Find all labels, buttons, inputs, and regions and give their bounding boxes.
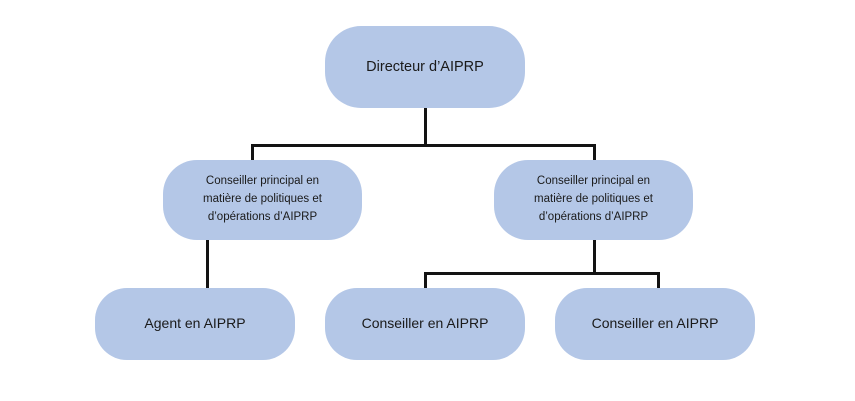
connector-right-advisor-stem (593, 240, 596, 275)
node-senior-advisor-left-label: Conseiller principal en matière de polit… (203, 175, 322, 223)
node-senior-advisor-right-label: Conseiller principal en matière de polit… (534, 175, 653, 223)
connector-left-advisor-to-agent (206, 240, 209, 290)
connector-director-drop-right (593, 144, 596, 162)
node-advisor-two[interactable]: Conseiller en AIPRP (555, 288, 755, 360)
node-agent-label: Agent en AIPRP (144, 315, 246, 332)
node-senior-advisor-right[interactable]: Conseiller principal en matière de polit… (494, 160, 693, 240)
node-agent[interactable]: Agent en AIPRP (95, 288, 295, 360)
node-director-label: Directeur d’AIPRP (366, 58, 484, 75)
connector-director-stem (424, 108, 427, 146)
connector-right-drop-right (657, 272, 660, 290)
connector-right-advisor-bus (424, 272, 660, 275)
node-advisor-two-label: Conseiller en AIPRP (591, 315, 719, 332)
node-advisor-one[interactable]: Conseiller en AIPRP (325, 288, 525, 360)
connector-right-drop-left (424, 272, 427, 290)
node-director[interactable]: Directeur d’AIPRP (325, 26, 525, 108)
connector-director-drop-left (251, 144, 254, 162)
node-advisor-one-label: Conseiller en AIPRP (361, 315, 489, 332)
node-senior-advisor-left[interactable]: Conseiller principal en matière de polit… (163, 160, 362, 240)
connector-director-bus (251, 144, 596, 147)
